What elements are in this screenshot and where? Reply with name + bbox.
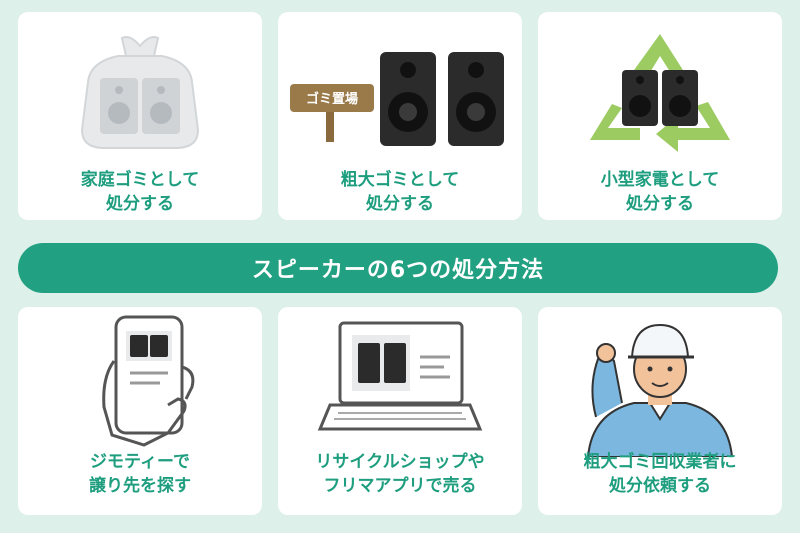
phone-listing-icon bbox=[102, 315, 195, 447]
method-label: ジモティーで 譲り先を探す bbox=[89, 452, 191, 496]
method-card-collection-service: 粗大ゴミ回収業者に 処分依頼する bbox=[538, 307, 782, 515]
method-label: 粗大ゴミ回収業者に 処分依頼する bbox=[583, 452, 737, 496]
method-card-oversized-garbage: ゴミ置場 粗大ゴミとして 処分する bbox=[278, 12, 522, 220]
method-label: 家庭ゴミとして 処分する bbox=[80, 170, 200, 214]
speakers-at-garbage-site-icon: ゴミ置場 bbox=[290, 52, 504, 146]
garbage-site-sign: ゴミ置場 bbox=[306, 91, 358, 107]
speakers-recycle-icon bbox=[590, 34, 730, 152]
speakers-in-trash-bag-icon bbox=[80, 36, 200, 149]
method-card-jimoty: ジモティーで 譲り先を探す bbox=[18, 307, 262, 515]
method-label: リサイクルショップや フリマアプリで売る bbox=[315, 452, 485, 496]
method-card-small-appliance: 小型家電として 処分する bbox=[538, 12, 782, 220]
laptop-listing-icon bbox=[317, 321, 483, 431]
method-label: 粗大ゴミとして 処分する bbox=[340, 170, 460, 214]
method-card-household-garbage: 家庭ゴミとして 処分する bbox=[18, 12, 262, 220]
method-card-recycle-shop: リサイクルショップや フリマアプリで売る bbox=[278, 307, 522, 515]
page-title: スピーカーの6つの処分方法 bbox=[18, 243, 778, 293]
collection-worker-icon bbox=[586, 323, 734, 457]
method-label: 小型家電として 処分する bbox=[600, 170, 720, 214]
